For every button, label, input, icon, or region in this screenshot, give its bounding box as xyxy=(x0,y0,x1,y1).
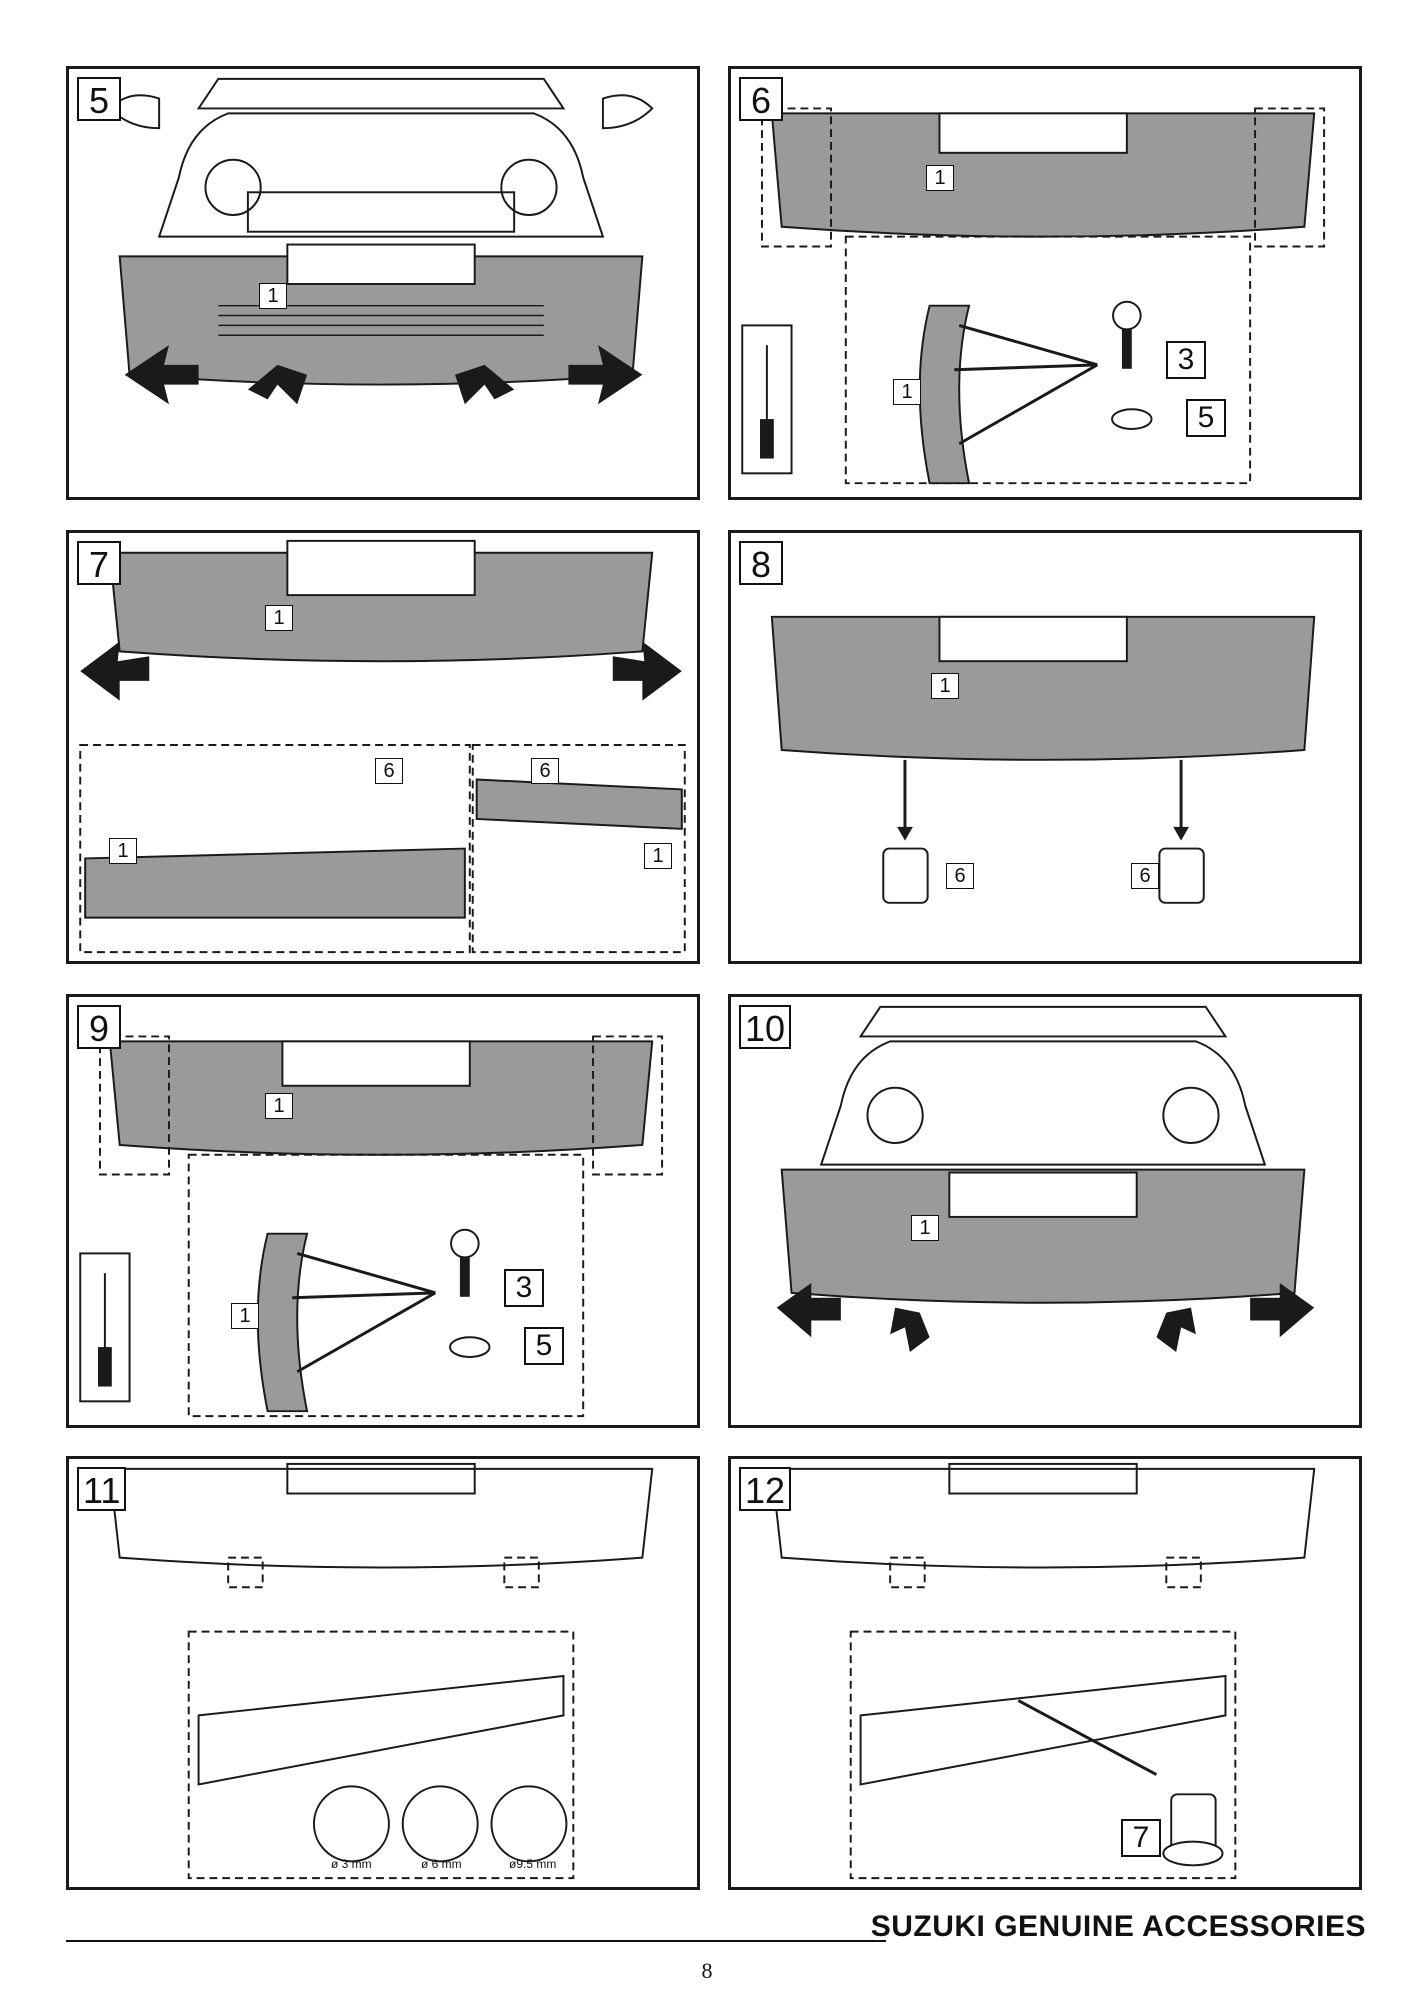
callout-1: 1 xyxy=(109,838,137,864)
step-7-panel: 7 1 6 1 6 1 xyxy=(66,530,700,964)
callout-5: 5 xyxy=(1186,399,1226,437)
step-6-panel: 6 1 1 3 5 xyxy=(728,66,1362,500)
callout-1: 1 xyxy=(931,673,959,699)
bumper-install-illustration xyxy=(776,1005,1315,1353)
step-9-panel: 9 1 1 3 5 xyxy=(66,994,700,1428)
callout-5: 5 xyxy=(524,1327,564,1365)
car-front-illustration xyxy=(108,77,654,405)
callout-1: 1 xyxy=(644,843,672,869)
callout-3: 3 xyxy=(504,1269,544,1307)
step-number: 8 xyxy=(739,541,783,585)
callout-1: 1 xyxy=(259,283,287,309)
wheel-arch-detail-illustration xyxy=(741,107,1326,485)
callout-6: 6 xyxy=(1131,863,1159,889)
step-number: 5 xyxy=(77,77,121,121)
drill-size-9-5mm: ø9.5 mm xyxy=(509,1857,557,1871)
drill-size-3mm: ø 3 mm xyxy=(331,1857,372,1871)
step-number: 12 xyxy=(739,1467,792,1511)
drilling-detail-illustration xyxy=(108,1462,654,1880)
step-10-panel: 10 1 xyxy=(728,994,1362,1428)
bumper-removal-illustration xyxy=(79,539,686,954)
step-11-panel: 11 ø 3 mm ø 6 mm ø9.5 mm xyxy=(66,1456,700,1890)
callout-1: 1 xyxy=(265,605,293,631)
callout-6: 6 xyxy=(531,758,559,784)
spacer-install-illustration xyxy=(770,1462,1316,1880)
step-5-panel: 5 1 xyxy=(66,66,700,500)
step-number: 7 xyxy=(77,541,121,585)
callout-6: 6 xyxy=(946,863,974,889)
spacer-removal-illustration xyxy=(770,615,1316,904)
step-8-panel: 8 1 6 6 xyxy=(728,530,1362,964)
page-number: 8 xyxy=(701,1958,713,1983)
callout-1: 1 xyxy=(231,1303,259,1329)
callout-3: 3 xyxy=(1166,341,1206,379)
step-number: 6 xyxy=(739,77,783,121)
drill-size-6mm: ø 6 mm xyxy=(421,1857,462,1871)
step-number: 9 xyxy=(77,1005,121,1049)
step-number: 10 xyxy=(739,1005,792,1049)
callout-1: 1 xyxy=(893,379,921,405)
callout-7: 7 xyxy=(1121,1819,1161,1857)
step-number: 11 xyxy=(77,1467,127,1511)
callout-6: 6 xyxy=(375,758,403,784)
step-12-panel: 12 7 xyxy=(728,1456,1362,1890)
callout-1: 1 xyxy=(926,165,954,191)
footer-brand: SUZUKI GENUINE ACCESSORIES xyxy=(870,1910,1366,1943)
callout-1: 1 xyxy=(265,1093,293,1119)
footer-rule xyxy=(66,1940,886,1942)
wheel-arch-detail-illustration xyxy=(79,1035,664,1418)
callout-1: 1 xyxy=(911,1215,939,1241)
